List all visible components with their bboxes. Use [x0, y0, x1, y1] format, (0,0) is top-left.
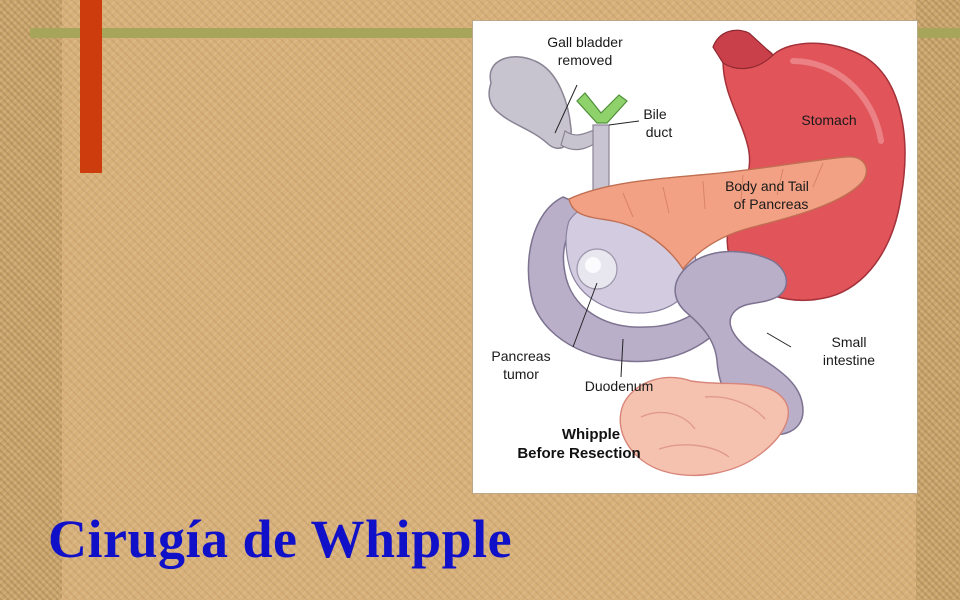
stomach-highlight — [790, 58, 884, 144]
label-pancreas-body-line2: of Pancreas — [734, 196, 809, 212]
label-pancreas-body-line1: Body and Tail — [725, 178, 809, 194]
bile-duct-leader — [608, 120, 640, 126]
label-small-intestine-line2: intestine — [823, 352, 875, 368]
gallbladder-shape — [488, 56, 572, 149]
bile-duct-branch-shape — [576, 92, 628, 124]
whipple-diagram-panel: Gall bladder removed Bile duct Stomach B… — [472, 20, 918, 494]
label-small-intestine-line1: Small — [831, 334, 866, 350]
label-bile-duct-line2: duct — [646, 124, 673, 140]
label-duodenum: Duodenum — [585, 378, 654, 394]
small-intestine-leader — [766, 332, 792, 348]
label-stomach: Stomach — [801, 112, 856, 128]
label-gallbladder-line2: removed — [558, 52, 612, 68]
label-gallbladder-line1: Gall bladder — [547, 34, 623, 50]
tumor-highlight — [585, 257, 601, 273]
tumor-leader — [572, 282, 598, 348]
label-tumor-line1: Pancreas — [491, 348, 550, 364]
label-tumor-line2: tumor — [503, 366, 539, 382]
pancreas-body-shape — [568, 156, 868, 271]
duodenum-leader — [620, 338, 624, 378]
diagram-caption-line2: Before Resection — [517, 445, 640, 462]
gallbladder-leader — [554, 84, 578, 134]
esophagus-shape — [712, 29, 774, 70]
small-bowel-folds — [640, 396, 766, 458]
label-bile-duct-line1: Bile — [643, 106, 667, 122]
slide-title: Cirugía de Whipple — [48, 509, 513, 569]
pancreas-texture — [622, 162, 824, 218]
small-bowel-coils-shape — [619, 376, 789, 477]
anatomy-illustration: Gall bladder removed Bile duct Stomach B… — [488, 29, 906, 477]
right-texture-frame — [916, 0, 960, 600]
left-texture-frame — [0, 0, 62, 600]
red-accent-bar — [80, 0, 102, 173]
diagram-caption-line1: Whipple — [562, 426, 620, 443]
